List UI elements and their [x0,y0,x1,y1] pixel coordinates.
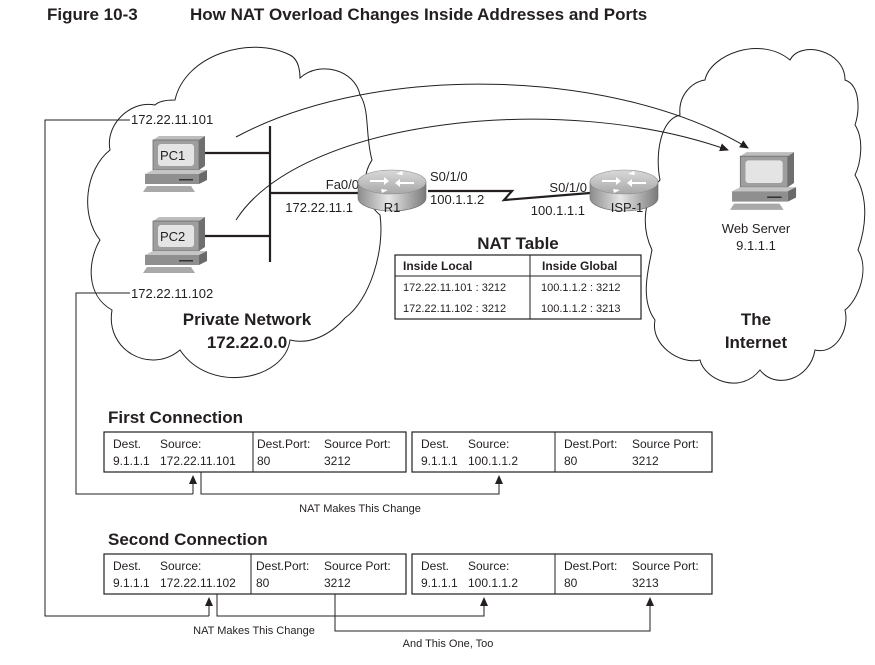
source-value: 100.1.1.2 [468,576,518,590]
source-port-value: 3212 [324,576,351,590]
web-server-ip: 9.1.1.1 [736,238,776,253]
pc2-name: PC2 [160,229,185,244]
internet-label-2: Internet [725,333,788,352]
r1-name: R1 [384,200,401,215]
first-connection-title: First Connection [108,408,243,427]
dest-value: 9.1.1.1 [421,454,458,468]
source-port-label: Source Port: [324,559,391,573]
source-port-label: Source Port: [324,437,391,451]
dest-port-value: 80 [564,454,578,468]
second-nat-change-label: NAT Makes This Change [193,625,315,637]
web-server-name: Web Server [722,221,791,236]
isp-ip: 100.1.1.1 [531,203,585,218]
pc2-ip: 172.22.11.102 [131,286,213,301]
second-port-change-arrow [334,594,654,632]
dest-port-label: Dest.Port: [564,559,617,573]
nat-table-cell: 172.22.11.102 : 3212 [403,303,506,315]
nat-table-cell: 172.22.11.101 : 3212 [403,282,506,294]
second-connection-packet-before: Dest. Source: 9.1.1.1 172.22.11.102 Dest… [103,553,407,595]
r1-lan-ip: 172.22.11.1 [285,200,353,215]
second-port-change-label: And This One, Too [403,638,494,650]
pc2-lead-line [75,292,193,495]
source-value: 172.22.11.101 [160,454,236,468]
dest-port-value: 80 [564,576,578,590]
source-value: 172.22.11.102 [160,576,236,590]
source-port-value: 3212 [632,454,659,468]
dest-port-value: 80 [256,576,270,590]
dest-label: Dest. [421,559,449,573]
nat-table-cell: 100.1.1.2 : 3213 [541,303,621,315]
nat-table-cell: 100.1.1.2 : 3212 [541,282,621,294]
pc1-ip: 172.22.11.101 [131,112,213,127]
first-nat-change-label: NAT Makes This Change [299,503,421,515]
private-network-cloud [87,46,382,379]
dest-port-label: Dest.Port: [256,559,309,573]
nat-table-title: NAT Table [477,234,559,253]
dest-value: 9.1.1.1 [421,576,458,590]
first-nat-change-arrow [200,472,503,495]
nat-table: Inside Local Inside Global 172.22.11.101… [394,254,642,320]
pc1-lead-line [44,119,209,617]
dest-label: Dest. [113,437,141,451]
second-connection-title: Second Connection [108,530,268,549]
isp-interface: S0/1/0 [549,180,587,195]
source-label: Source: [160,437,201,451]
first-connection-packet-after: Dest. Source: 9.1.1.1 100.1.1.2 Dest.Por… [411,431,713,473]
pc2-icon [142,216,208,274]
source-port-label: Source Port: [632,437,699,451]
figure-number: Figure 10-3 [47,5,138,24]
second-connection-packet-after: Dest. Source: 9.1.1.1 100.1.1.2 Dest.Por… [411,553,713,595]
source-port-value: 3212 [324,454,351,468]
source-label: Source: [468,559,509,573]
r1-wan-interface: S0/1/0 [430,169,468,184]
dest-value: 9.1.1.1 [113,454,150,468]
r1-wan-ip: 100.1.1.2 [430,192,484,207]
serial-link [428,189,591,202]
figure-title: How NAT Overload Changes Inside Addresse… [190,5,647,24]
internet-label-1: The [741,310,771,329]
first-connection-packet-before: Dest. Source: 9.1.1.1 172.22.11.101 Dest… [103,431,407,473]
source-label: Source: [468,437,509,451]
r1-lan-interface: Fa0/0 [326,177,359,192]
source-value: 100.1.1.2 [468,454,518,468]
dest-port-label: Dest.Port: [564,437,617,451]
dest-value: 9.1.1.1 [113,576,150,590]
second-nat-change-arrow [216,594,488,617]
source-port-label: Source Port: [632,559,699,573]
private-network-address: 172.22.0.0 [207,333,287,352]
nat-table-header: Inside Local [403,259,472,273]
source-port-value: 3213 [632,576,659,590]
pc2-to-server-arrow [235,118,729,221]
private-network-label: Private Network [183,310,312,329]
pc1-name: PC1 [160,148,185,163]
dest-label: Dest. [421,437,449,451]
dest-port-value: 80 [257,454,271,468]
dest-label: Dest. [113,559,141,573]
pc1-to-server-arrow [235,83,749,149]
dest-port-label: Dest.Port: [257,437,310,451]
web-server-icon [729,151,797,211]
pc1-icon [142,135,208,193]
isp-name: ISP-1 [611,200,644,215]
nat-table-header: Inside Global [542,259,617,273]
source-label: Source: [160,559,201,573]
